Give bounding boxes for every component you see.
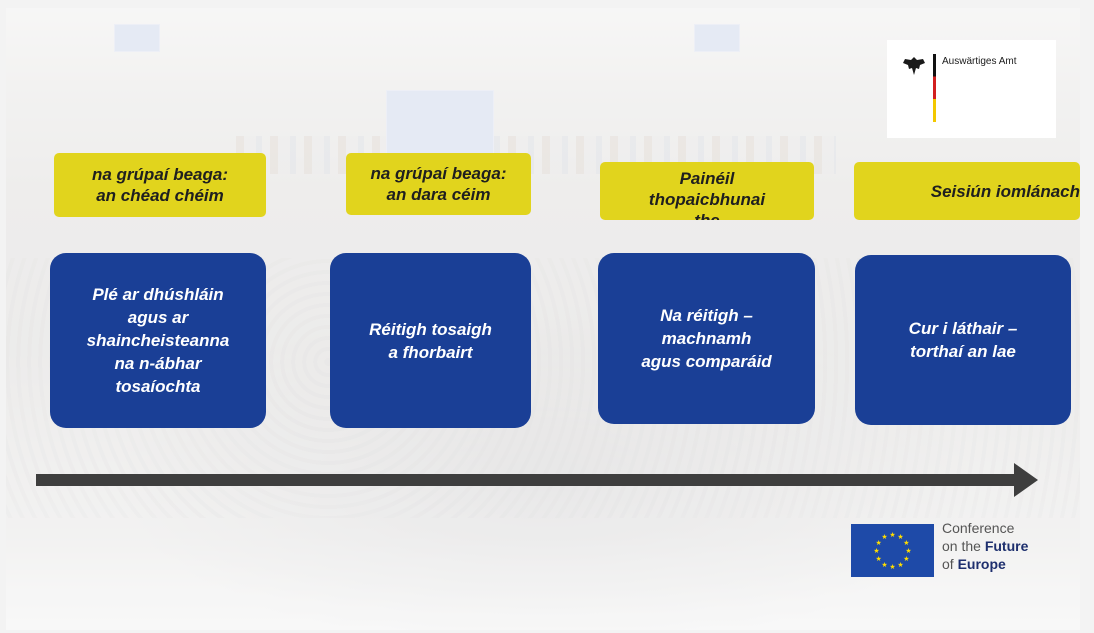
stage-3-label: Painéil thopaicbhunai the bbox=[600, 162, 814, 220]
eu-star: ★ bbox=[876, 539, 882, 547]
eu-star: ★ bbox=[903, 539, 909, 547]
eu-star: ★ bbox=[881, 533, 887, 541]
stage-3-card: Na réitigh – machnamh agus comparáid bbox=[598, 253, 815, 424]
auswartiges-amt-text: Auswärtiges Amt bbox=[942, 56, 1017, 67]
eu-star: ★ bbox=[876, 555, 882, 563]
eu-flag-icon: ★★★★★★★★★★★★ bbox=[851, 524, 934, 577]
stage-1-label: na grúpaí beaga: an chéad chéim bbox=[54, 153, 266, 217]
eu-star: ★ bbox=[889, 563, 895, 571]
timeline-arrow-head bbox=[1014, 463, 1038, 497]
stage-4-label: Seisiún iomlánach bbox=[854, 162, 1080, 220]
timeline-arrow-shaft bbox=[36, 474, 1016, 486]
eu-star: ★ bbox=[897, 533, 903, 541]
stage-2-label: na grúpaí beaga: an dara céim bbox=[346, 153, 531, 215]
eu-star: ★ bbox=[903, 555, 909, 563]
cofe-line-3: of Europe bbox=[942, 556, 1006, 572]
eu-star: ★ bbox=[889, 531, 895, 539]
eu-star: ★ bbox=[897, 561, 903, 569]
stage-4-card: Cur i láthair – torthaí an lae bbox=[855, 255, 1071, 425]
cofe-line-1: Conference bbox=[942, 520, 1015, 536]
auswartiges-amt-logo bbox=[887, 40, 1056, 138]
conference-future-europe-logo: Conference on the Future of Europe bbox=[942, 519, 1028, 573]
stage-2-card: Réitigh tosaigh a fhorbairt bbox=[330, 253, 531, 428]
cofe-line-2: on the Future bbox=[942, 538, 1029, 554]
eu-star: ★ bbox=[873, 547, 879, 555]
federal-eagle-icon bbox=[903, 57, 925, 75]
eu-star: ★ bbox=[881, 561, 887, 569]
german-flag-bar bbox=[933, 54, 936, 122]
eu-star: ★ bbox=[905, 547, 911, 555]
stage-1-card: Plé ar dhúshláin agus ar shaincheisteann… bbox=[50, 253, 266, 428]
